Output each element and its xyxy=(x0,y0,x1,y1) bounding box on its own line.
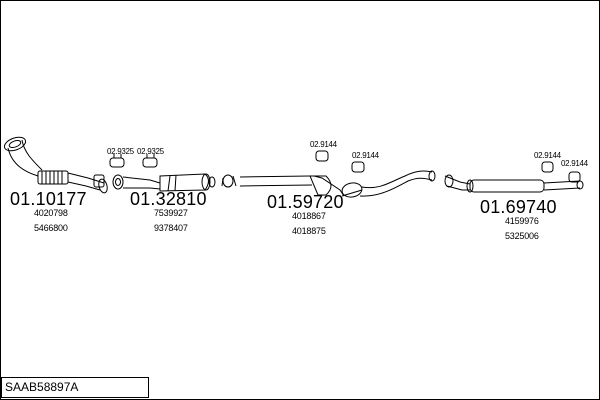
hanger-rings-section-3 xyxy=(315,150,365,173)
part-number-middle-silencer: 01.59720 xyxy=(267,192,344,212)
hanger-rings-section-4 xyxy=(541,161,581,183)
hanger-rings-section-2 xyxy=(109,154,158,168)
hanger-code: 02.9144 xyxy=(561,159,588,168)
ref-number: 4018867 xyxy=(292,211,326,221)
part-number-rear-silencer: 01.69740 xyxy=(480,197,557,217)
model-code-box xyxy=(1,377,149,398)
ref-number: 4159976 xyxy=(505,216,539,226)
ref-number: 9378407 xyxy=(154,223,188,233)
front-pipe-drawing xyxy=(3,136,108,194)
hanger-code: 02.9325 xyxy=(107,147,134,156)
hanger-code: 02.9325 xyxy=(137,147,164,156)
part-number-front-silencer: 01.32810 xyxy=(130,189,207,209)
hanger-code: 02.9144 xyxy=(352,151,379,160)
ref-number: 4018875 xyxy=(292,226,326,236)
ref-number: 4020798 xyxy=(34,208,68,218)
ref-number: 5325006 xyxy=(505,231,539,241)
part-number-front-pipe: 01.10177 xyxy=(10,189,87,209)
middle-silencer-drawing xyxy=(221,170,436,198)
model-code: SAAB58897A xyxy=(5,380,79,394)
ref-number: 7539927 xyxy=(154,208,188,218)
front-silencer-drawing xyxy=(112,173,216,192)
hanger-code: 02.9144 xyxy=(310,140,337,149)
hanger-code: 02.9144 xyxy=(534,151,561,160)
ref-number: 5466800 xyxy=(34,223,68,233)
rear-silencer-drawing xyxy=(444,174,584,193)
